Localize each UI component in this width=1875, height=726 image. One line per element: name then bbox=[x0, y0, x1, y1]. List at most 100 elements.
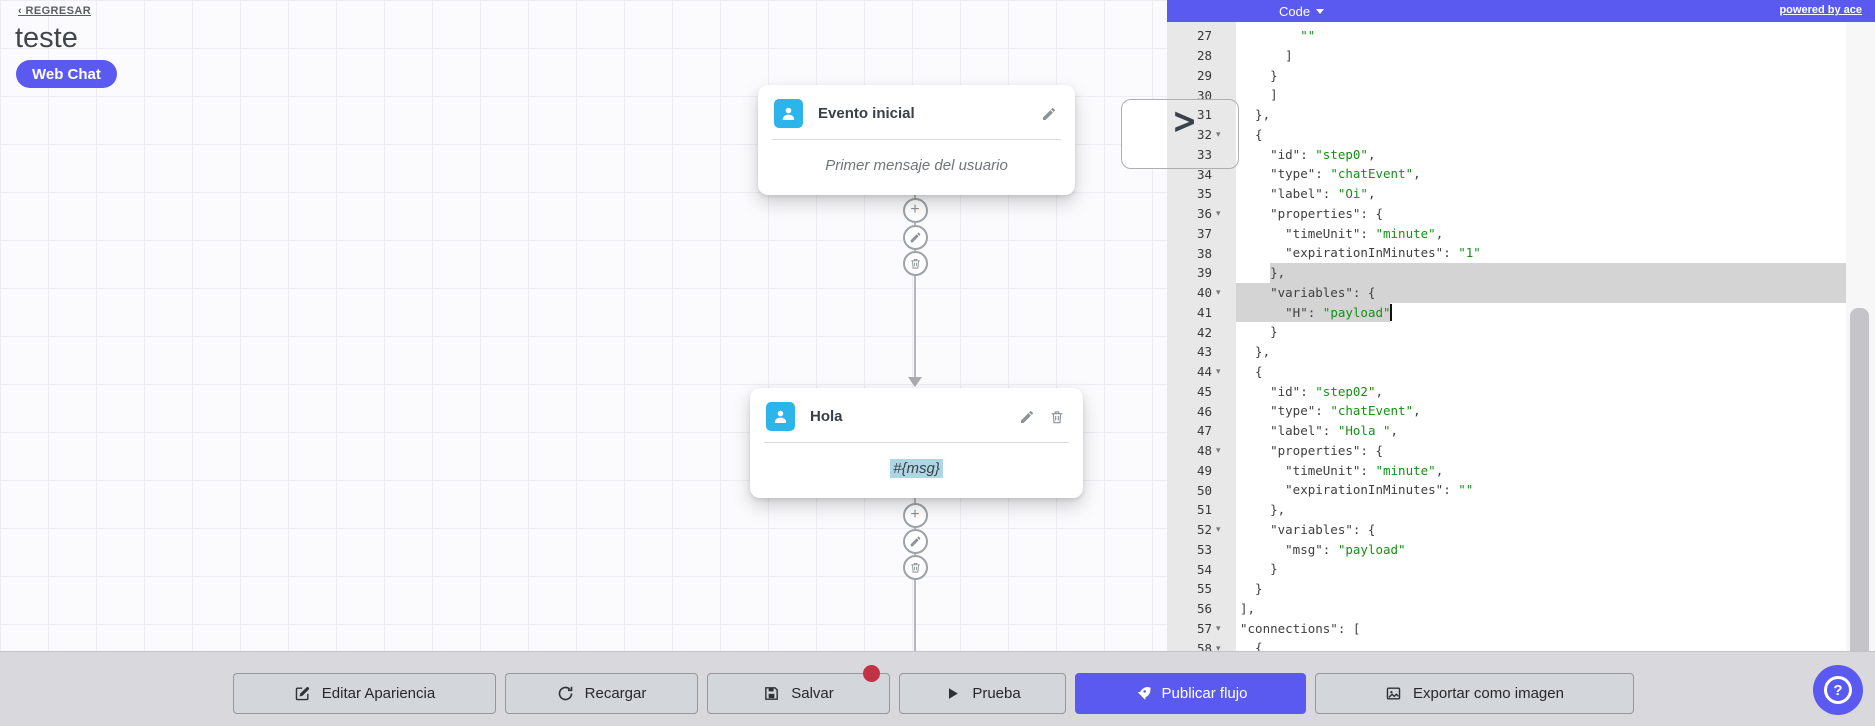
code-line[interactable]: { bbox=[1240, 363, 1263, 379]
gutter-line-number[interactable]: 36▾ bbox=[1167, 204, 1236, 224]
fold-toggle-icon[interactable]: ▾ bbox=[1216, 208, 1221, 219]
gutter-line-number[interactable]: 42 bbox=[1196, 324, 1212, 340]
gutter-line-number[interactable]: 28 bbox=[1196, 48, 1212, 64]
gutter-line-number[interactable]: 54 bbox=[1196, 561, 1212, 577]
gutter-line-number[interactable]: 49 bbox=[1196, 462, 1212, 478]
fold-toggle-icon[interactable]: ▾ bbox=[1216, 287, 1221, 298]
code-line[interactable]: } bbox=[1240, 67, 1278, 83]
gutter-line-number[interactable]: 32▾ bbox=[1167, 125, 1236, 145]
code-line[interactable]: "variables": { bbox=[1236, 282, 1846, 303]
plus-icon[interactable]: + bbox=[902, 502, 928, 528]
code-line[interactable]: "" bbox=[1300, 28, 1316, 43]
editor-content[interactable]: "" ] } ] }, { "id": "step0", "type": "ch… bbox=[1236, 22, 1846, 651]
code-line[interactable]: "connections": [ bbox=[1240, 620, 1361, 636]
gutter-line-number[interactable]: 55 bbox=[1196, 581, 1212, 597]
fold-toggle-icon[interactable]: ▾ bbox=[1216, 642, 1221, 651]
fold-toggle-icon[interactable]: ▾ bbox=[1216, 366, 1221, 377]
code-line[interactable]: "id": "step0", bbox=[1240, 146, 1376, 162]
code-line[interactable]: } bbox=[1240, 561, 1278, 577]
reload-button[interactable]: Recargar bbox=[505, 673, 698, 714]
gutter-line-number[interactable]: 29 bbox=[1196, 67, 1212, 83]
code-line[interactable]: "label": "Oi", bbox=[1240, 186, 1376, 201]
connector-line bbox=[914, 195, 916, 380]
gutter-line-number[interactable]: 43 bbox=[1196, 344, 1212, 360]
gutter-line-number[interactable]: 38 bbox=[1196, 245, 1212, 261]
trash-icon[interactable] bbox=[902, 554, 928, 580]
code-line[interactable]: "expirationInMinutes": "" bbox=[1240, 482, 1474, 498]
code-line[interactable]: "type": "chatEvent", bbox=[1240, 166, 1421, 182]
editor-scrollbar[interactable] bbox=[1846, 22, 1875, 662]
gutter-line-number[interactable]: 46 bbox=[1196, 403, 1212, 419]
code-line[interactable]: }, bbox=[1240, 344, 1271, 359]
gutter-line-number[interactable]: 50 bbox=[1196, 482, 1212, 498]
code-line[interactable]: "properties": { bbox=[1240, 205, 1383, 221]
editor-gutter[interactable]: 27 28 29 30 31 32▾33 34 35 36▾37 38 39 40▾41 42 43 44▾… bbox=[1167, 22, 1236, 651]
code-line[interactable]: }, bbox=[1240, 107, 1271, 122]
gutter-line-number[interactable]: 57▾ bbox=[1167, 619, 1236, 639]
back-link[interactable]: ‹ REGRESAR bbox=[18, 5, 92, 17]
code-line[interactable]: "H": "payload" bbox=[1236, 302, 1846, 323]
fold-toggle-icon[interactable]: ▾ bbox=[1216, 524, 1221, 535]
code-line[interactable]: { bbox=[1240, 640, 1263, 651]
fold-toggle-icon[interactable]: ▾ bbox=[1216, 622, 1221, 633]
code-line[interactable]: "timeUnit": "minute", bbox=[1240, 225, 1444, 241]
gutter-line-number[interactable]: 53 bbox=[1196, 541, 1212, 557]
code-line[interactable]: }, bbox=[1236, 263, 1846, 283]
code-line[interactable]: "id": "step02", bbox=[1240, 383, 1384, 399]
publish-button[interactable]: Publicar flujo bbox=[1075, 673, 1306, 714]
code-line[interactable]: }, bbox=[1240, 502, 1286, 517]
trash-icon[interactable] bbox=[1048, 408, 1065, 425]
gutter-line-number[interactable]: 34 bbox=[1196, 166, 1212, 182]
code-line[interactable]: { bbox=[1240, 126, 1263, 142]
export-image-button[interactable]: Exportar como imagen bbox=[1315, 673, 1634, 714]
panel-collapse-button[interactable] bbox=[1121, 99, 1239, 169]
pencil-icon[interactable] bbox=[902, 224, 928, 250]
gutter-line-number[interactable]: 27 bbox=[1196, 28, 1212, 44]
fold-toggle-icon[interactable]: ▾ bbox=[1216, 445, 1221, 456]
test-button[interactable]: Prueba bbox=[899, 673, 1066, 714]
code-line[interactable]: "timeUnit": "minute", bbox=[1240, 462, 1444, 478]
code-line[interactable]: "label": "Hola ", bbox=[1240, 423, 1399, 438]
trash-icon[interactable] bbox=[902, 250, 928, 276]
gutter-line-number[interactable]: 40▾ bbox=[1167, 283, 1236, 303]
gutter-line-number[interactable]: 33 bbox=[1196, 146, 1212, 162]
gutter-line-number[interactable]: 45 bbox=[1196, 383, 1212, 399]
code-line[interactable]: "type": "chatEvent", bbox=[1240, 403, 1421, 419]
gutter-line-number[interactable]: 48▾ bbox=[1167, 441, 1236, 461]
gutter-line-number[interactable]: 30 bbox=[1196, 87, 1212, 103]
gutter-line-number[interactable]: 51 bbox=[1196, 502, 1212, 518]
button-label: Exportar como imagen bbox=[1413, 685, 1564, 702]
scrollbar-thumb[interactable] bbox=[1850, 308, 1869, 662]
code-mode-dropdown[interactable]: Code bbox=[1279, 0, 1325, 22]
gutter-line-number[interactable]: 41 bbox=[1196, 304, 1212, 320]
pencil-icon[interactable] bbox=[902, 528, 928, 554]
gutter-line-number[interactable]: 35 bbox=[1196, 186, 1212, 202]
edit-appearance-button[interactable]: Editar Apariencia bbox=[233, 673, 496, 714]
gutter-line-number[interactable]: 47 bbox=[1196, 423, 1212, 439]
powered-by-ace-link[interactable]: powered by ace bbox=[1779, 4, 1862, 16]
gutter-line-number[interactable]: 31 bbox=[1196, 107, 1212, 123]
code-line[interactable]: "variables": { bbox=[1240, 521, 1376, 537]
code-line[interactable]: "properties": { bbox=[1240, 442, 1383, 458]
pencil-icon[interactable] bbox=[1040, 105, 1057, 122]
code-line[interactable]: } bbox=[1240, 324, 1278, 340]
gutter-line-number[interactable]: 58▾ bbox=[1167, 638, 1236, 651]
fold-toggle-icon[interactable]: ▾ bbox=[1216, 129, 1221, 140]
flow-node-evento-inicial[interactable]: Evento inicial Primer mensaje del usuari… bbox=[758, 85, 1075, 195]
gutter-line-number[interactable]: 44▾ bbox=[1167, 362, 1236, 382]
code-line[interactable]: "msg": "payload" bbox=[1240, 541, 1406, 557]
save-button[interactable]: Salvar bbox=[707, 665, 890, 714]
gutter-line-number[interactable]: 56 bbox=[1196, 601, 1212, 617]
gutter-line-number[interactable]: 39 bbox=[1196, 265, 1212, 281]
pencil-icon[interactable] bbox=[1018, 408, 1035, 425]
gutter-line-number[interactable]: 37 bbox=[1196, 225, 1212, 241]
code-line[interactable]: "expirationInMinutes": "1" bbox=[1240, 245, 1481, 261]
code-line[interactable]: } bbox=[1240, 581, 1263, 596]
code-line[interactable]: ] bbox=[1240, 87, 1278, 103]
flow-node-hola[interactable]: Hola #{msg} bbox=[750, 388, 1083, 498]
code-line[interactable]: ], bbox=[1240, 600, 1256, 616]
code-line[interactable]: ] bbox=[1240, 47, 1293, 63]
gutter-line-number[interactable]: 52▾ bbox=[1167, 520, 1236, 540]
plus-icon[interactable]: + bbox=[902, 197, 928, 223]
help-button[interactable]: ? bbox=[1813, 665, 1863, 715]
